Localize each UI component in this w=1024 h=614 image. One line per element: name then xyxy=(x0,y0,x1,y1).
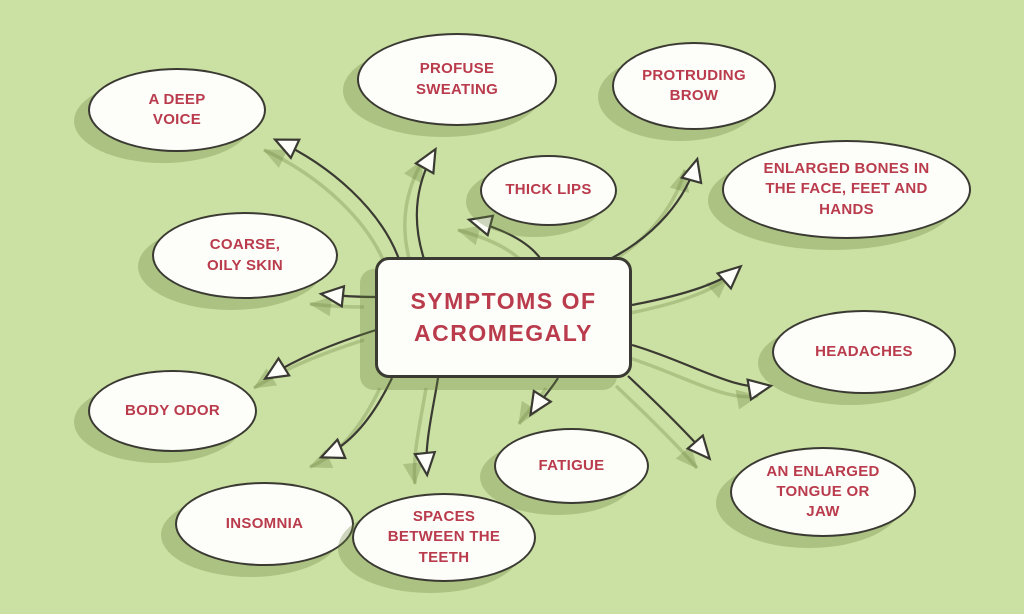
arrow-shadow-headaches xyxy=(619,353,759,410)
node-label: BODY ODOR xyxy=(125,401,220,419)
node-protruding-brow: PROTRUDING BROW xyxy=(612,42,776,130)
arrow-shadow-profuse-sweating xyxy=(403,159,425,270)
node-label: INSOMNIA xyxy=(225,514,304,532)
arrow-profuse-sweating xyxy=(413,146,437,260)
node-coarse-oily-skin: COARSE, OILY SKIN xyxy=(152,212,338,299)
arrow-shadow-body-odor xyxy=(253,338,365,390)
arrow-coarse-oily-skin xyxy=(318,284,377,309)
central-topic-label: SYMPTOMS OF ACROMEGALY xyxy=(410,288,597,346)
node-label: HEADACHES xyxy=(815,342,913,360)
arrow-enlarged-bones xyxy=(631,264,743,307)
arrow-fatigue xyxy=(529,377,559,418)
node-insomnia: INSOMNIA xyxy=(175,482,354,566)
arrow-spaces-teeth xyxy=(413,377,440,478)
node-headaches: HEADACHES xyxy=(772,310,956,394)
arrow-shadow-spaces-teeth xyxy=(402,387,428,485)
node-label: AN ENLARGED TONGUE OR JAW xyxy=(766,462,880,521)
arrow-shadow-insomnia xyxy=(309,387,382,469)
arrow-a-deep-voice xyxy=(272,138,402,263)
node-label: FATIGUE xyxy=(538,456,605,474)
node-profuse-sweating: PROFUSE SWEATING xyxy=(357,33,557,126)
arrow-protruding-brow xyxy=(611,156,703,259)
arrows xyxy=(262,138,774,478)
node-body-odor: BODY ODOR xyxy=(88,370,257,452)
node-enlarged-tongue: AN ENLARGED TONGUE OR JAW xyxy=(730,447,916,537)
arrow-headaches xyxy=(631,343,774,402)
node-enlarged-bones: ENLARGED BONES IN THE FACE, FEET AND HAN… xyxy=(722,140,971,239)
node-spaces-teeth: SPACES BETWEEN THE TEETH xyxy=(352,493,536,582)
node-label: COARSE, OILY SKIN xyxy=(206,236,284,274)
arrow-enlarged-tongue xyxy=(627,375,712,461)
node-label: THICK LIPS xyxy=(505,181,592,199)
arrow-shadow-enlarged-tongue xyxy=(614,384,699,470)
arrow-thick-lips xyxy=(466,214,541,259)
arrow-body-odor xyxy=(262,328,377,380)
node-a-deep-voice: A DEEP VOICE xyxy=(88,68,266,152)
node-label: SPACES BETWEEN THE TEETH xyxy=(387,508,501,566)
central-topic: SYMPTOMS OF ACROMEGALY xyxy=(375,257,632,378)
node-label: PROTRUDING BROW xyxy=(642,66,746,104)
node-thick-lips: THICK LIPS xyxy=(480,155,617,226)
node-fatigue: FATIGUE xyxy=(494,428,649,504)
arrow-insomnia xyxy=(318,377,393,460)
arrow-shadow-fatigue xyxy=(517,387,548,425)
arrow-shadow-coarse-oily-skin xyxy=(309,296,365,317)
node-label: A DEEP VOICE xyxy=(148,90,206,128)
node-label: PROFUSE SWEATING xyxy=(415,60,499,98)
node-label: ENLARGED BONES IN THE FACE, FEET AND HAN… xyxy=(763,160,930,218)
